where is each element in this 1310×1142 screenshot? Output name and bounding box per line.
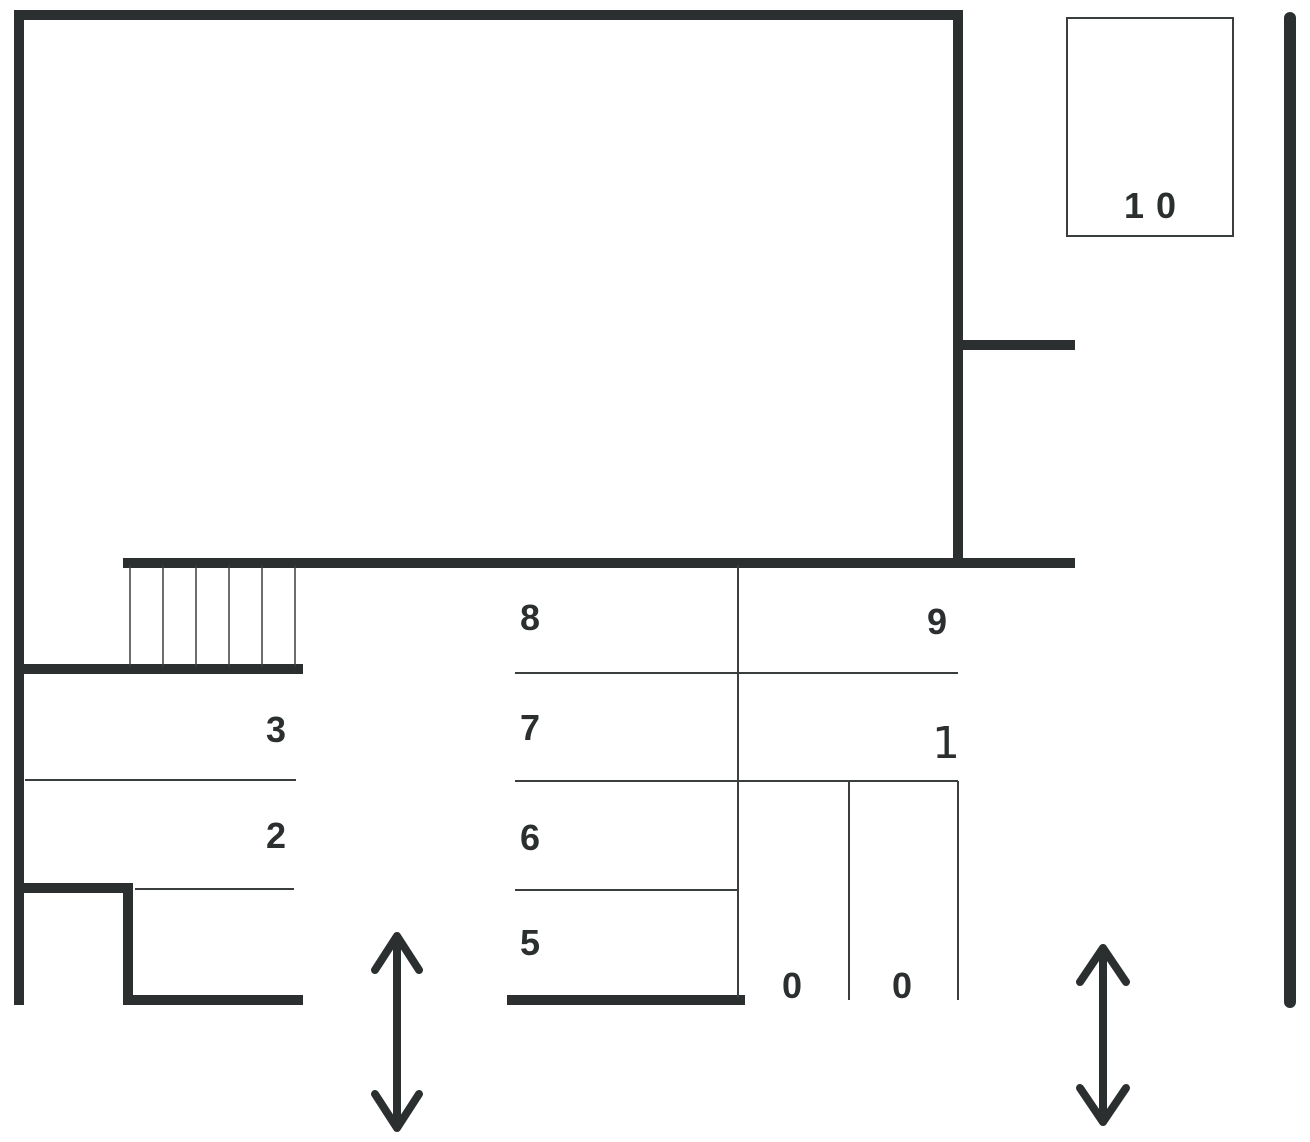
space-label-6: 6 bbox=[520, 817, 540, 858]
lower-left-wall bbox=[14, 883, 303, 1005]
building-walls bbox=[14, 10, 1296, 1008]
stairs-icon bbox=[129, 565, 296, 667]
space-label-2: 2 bbox=[266, 815, 286, 856]
space-label-8: 8 bbox=[520, 597, 540, 638]
space-label-0-right: 0 bbox=[892, 965, 912, 1006]
double-arrow-icon bbox=[1076, 944, 1130, 1126]
space-label-10: 10 bbox=[1124, 185, 1188, 226]
building-outer-wall bbox=[14, 10, 963, 1005]
parking-space-10-outline bbox=[1066, 17, 1234, 237]
space-label-7: 7 bbox=[520, 707, 540, 748]
space-label-5: 5 bbox=[520, 922, 540, 963]
entrance-arrow-left bbox=[371, 932, 423, 1132]
space-label-0-left: 0 bbox=[782, 965, 802, 1006]
space-label-9: 9 bbox=[927, 601, 947, 642]
entrance-arrow-right bbox=[1076, 944, 1130, 1126]
space-label-3: 3 bbox=[266, 709, 286, 750]
space-label-1: 1 bbox=[932, 718, 960, 769]
parking-stall-lines bbox=[25, 17, 1234, 1000]
double-arrow-icon bbox=[371, 932, 423, 1132]
